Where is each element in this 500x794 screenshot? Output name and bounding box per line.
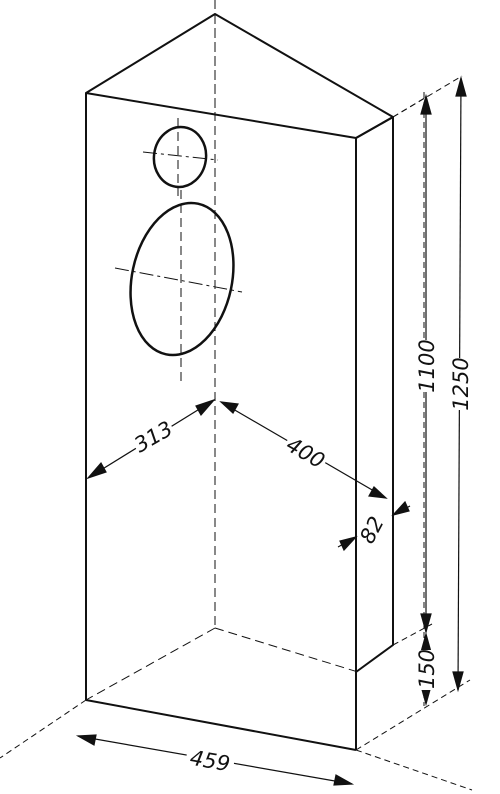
cabinet-outline [85, 13, 394, 751]
label-bg-313 [127, 413, 179, 459]
dimension-labels: 313 400 82 1100 1250 150 459 [127, 339, 474, 778]
drivers [129, 125, 235, 357]
label-bg-1100 [412, 340, 440, 392]
arrow-400-right [368, 486, 388, 499]
arrow-1250-bottom [452, 671, 464, 693]
dim-label-82: 82 [355, 513, 389, 548]
dim-label-150: 150 [415, 649, 439, 689]
extension-lines [0, 75, 473, 791]
hidden-bottom-edge-right [214, 627, 359, 673]
ext-base-top [392, 623, 433, 646]
arrow-1250-top [455, 75, 467, 97]
label-bg-459 [184, 744, 236, 778]
cabinet-top-face [85, 13, 394, 139]
arrow-1100-bottom [420, 613, 432, 635]
front-bottom-edge [85, 699, 357, 751]
tweeter-horizontal-axis [142, 151, 219, 161]
dim-label-1100: 1100 [415, 339, 439, 392]
side-panel [355, 116, 394, 673]
woofer-ellipse [129, 201, 235, 357]
dim-label-459: 459 [188, 746, 232, 777]
label-bg-400 [279, 428, 333, 476]
arrow-459-left [75, 734, 97, 746]
label-bg-150 [412, 650, 440, 690]
arrow-459-right [333, 774, 355, 786]
center-lines [114, 151, 243, 293]
arrow-313-right [195, 398, 216, 417]
ext-bottom-right [355, 749, 473, 791]
arrow-82-left [339, 535, 358, 552]
woofer-horizontal-axis [114, 267, 243, 293]
arrow-82-right [391, 500, 410, 517]
arrow-400-left [219, 401, 239, 414]
ext-bottom-left [0, 699, 87, 759]
arrow-313-left [86, 461, 107, 480]
ext-base-bottom [355, 679, 471, 751]
dim-label-1250: 1250 [449, 357, 473, 410]
arrow-1100-top [420, 93, 432, 115]
hidden-bottom-edge-left [85, 627, 216, 701]
tweeter-circle [152, 125, 208, 189]
hidden-edges [85, 0, 359, 701]
label-bg-1250 [446, 358, 474, 410]
ext-top-upper [392, 95, 429, 118]
